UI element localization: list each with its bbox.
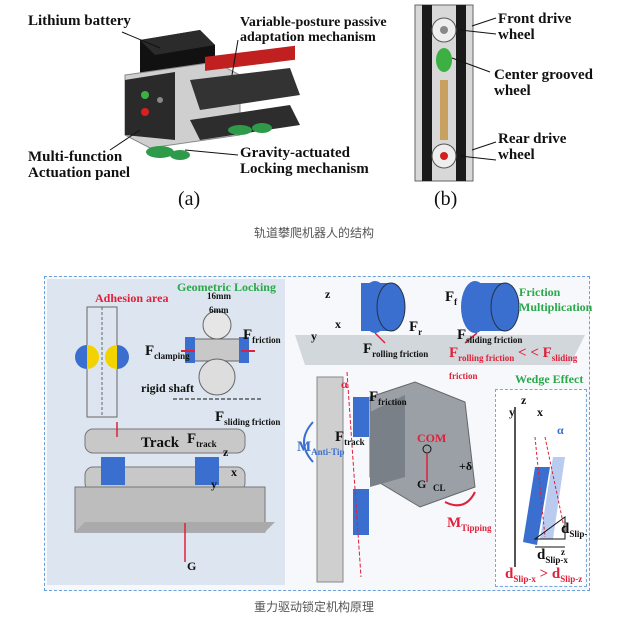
axis-x-left: x <box>231 465 237 479</box>
label-multi-function: Multi-function Actuation panel <box>28 149 131 181</box>
figure-a: Lithium battery Variable-posture passive… <box>0 0 400 215</box>
label-d-slip-z: dSlip-z <box>561 521 588 557</box>
label-fr: Fr <box>409 319 423 337</box>
label-center-grooved: Center grooved wheel <box>494 67 594 99</box>
label-6mm: 6mm <box>209 305 229 315</box>
label-slip-inequality: dSlip-x > dSlip-z <box>505 566 583 584</box>
label-f-sliding-friction: Fsliding friction <box>215 409 281 427</box>
label-front-drive: Front drive wheel <box>498 11 572 43</box>
label-rear-drive: Rear drive wheel <box>498 131 567 163</box>
label-delta: +δ <box>459 459 473 473</box>
principle-figure: Adhesion area Geometric Locking 16mm 6mm… <box>44 276 593 591</box>
axis-z-left: z <box>223 445 229 459</box>
label-m-anti-tip: MAnti-Tip <box>297 439 345 457</box>
label-friction-inequality: Frolling friction < < Fsliding friction <box>449 345 578 381</box>
label-com: COM <box>417 431 447 445</box>
label-f-track2: Ftrack <box>335 429 365 447</box>
axis-y-right: y <box>311 329 317 343</box>
axis-z-right: z <box>325 287 331 301</box>
panel-label-a: (a) <box>178 188 201 210</box>
caption-principle: 重力驱动锁定机构原理 <box>254 600 375 614</box>
label-f-sliding2: Fsliding friction <box>457 327 523 345</box>
figure-b: Front drive wheel Center grooved wheel R… <box>400 0 619 215</box>
label-g-right: G <box>417 477 427 491</box>
label-adhesion-area: Adhesion area <box>95 291 169 305</box>
wedge-panel-border <box>495 389 587 587</box>
label-d-slip-x: dSlip-x <box>537 547 568 565</box>
label-cl: CL <box>433 483 446 493</box>
label-f-friction: Ffriction <box>243 327 281 345</box>
label-gravity-actuated: Gravity-actuated Locking mechanism <box>240 145 369 177</box>
robot-illustration <box>109 30 300 160</box>
label-wedge-effect: Wedge Effect <box>515 372 584 386</box>
drive-wheel-illustration <box>414 4 497 182</box>
panel-label-b: (b) <box>434 188 458 210</box>
label-friction-multiplication: Friction Multiplication <box>519 285 593 314</box>
caption-structure: 轨道攀爬机器人的结构 <box>254 226 375 240</box>
label-geometric-locking: Geometric Locking <box>177 280 276 294</box>
label-alpha-wedge: α <box>557 423 564 437</box>
label-variable-posture: Variable-posture passive adaptation mech… <box>240 15 387 45</box>
label-f-clamping: Fclamping <box>145 343 190 361</box>
label-f-track: Ftrack <box>187 431 217 449</box>
label-ff: Ff <box>445 289 458 307</box>
label-m-tipping: MTipping <box>447 515 492 533</box>
label-g-left: G <box>187 559 197 573</box>
axis-y-left: y <box>211 477 217 491</box>
axis-z-wedge: z <box>521 393 527 407</box>
label-16mm: 16mm <box>207 291 231 301</box>
principle-illustration <box>47 279 585 585</box>
label-lithium-battery: Lithium battery <box>28 13 131 29</box>
axis-y-wedge: y <box>509 405 515 419</box>
label-track: Track <box>141 435 180 451</box>
axis-x-right: x <box>335 317 341 331</box>
label-alpha: α <box>341 377 348 391</box>
label-f-rolling: Frolling friction <box>363 341 429 359</box>
label-f-friction3: Ffriction <box>369 389 407 407</box>
axis-x-wedge: x <box>537 405 543 419</box>
label-rigid-shaft: rigid shaft <box>141 381 195 395</box>
